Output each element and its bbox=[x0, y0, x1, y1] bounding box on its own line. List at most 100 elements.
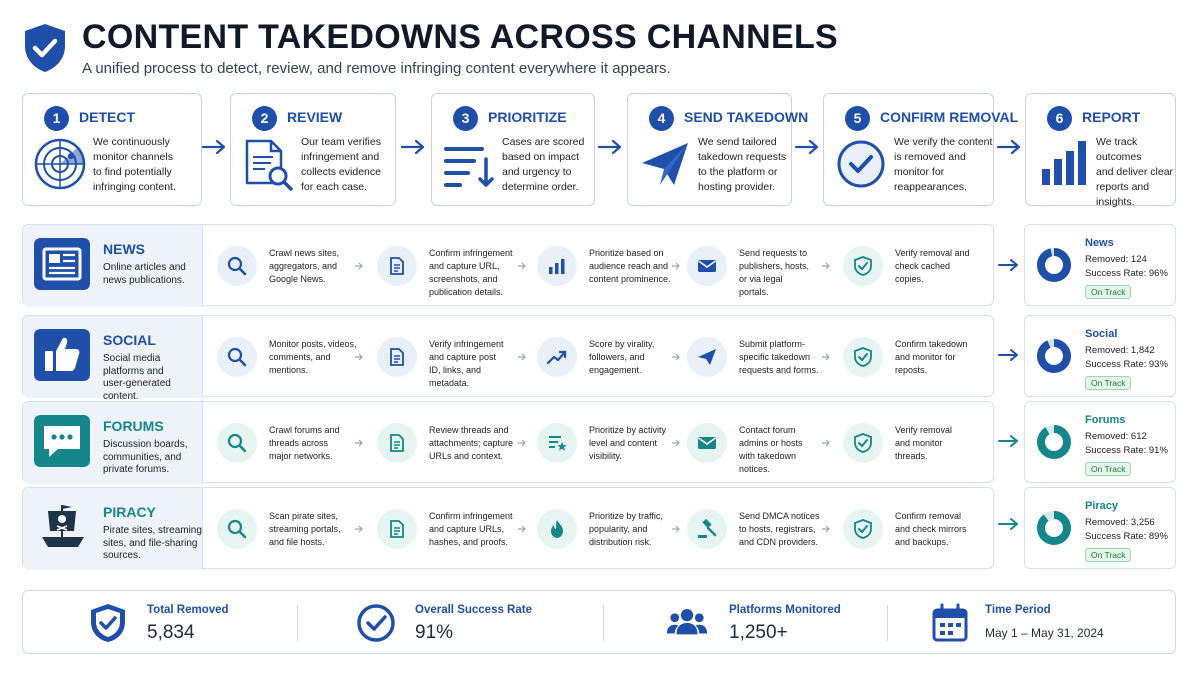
process-cell-detect: Monitor posts, videos, comments, and men… bbox=[203, 316, 358, 398]
report-rate: Success Rate: 96% bbox=[1085, 268, 1168, 279]
arrow-right-icon bbox=[998, 349, 1018, 361]
search-icon bbox=[227, 519, 247, 539]
step-confirm-removal: 5 CONFIRM REMOVAL We verify the content … bbox=[823, 93, 1018, 206]
status-badge: On Track bbox=[1085, 285, 1132, 299]
process-cell-detect: Crawl news sites, aggregators, and Googl… bbox=[203, 225, 358, 307]
chevron-right-icon bbox=[518, 353, 526, 361]
process-cell-review: Confirm infringement and capture URLs, h… bbox=[363, 488, 518, 570]
cell-text: Verify infringement and capture post ID,… bbox=[429, 339, 504, 388]
cell-text: Prioritize based on audience reach and c… bbox=[589, 248, 671, 284]
step-description: We verify the content is removed and mon… bbox=[894, 136, 993, 193]
report-name: Piracy bbox=[1085, 500, 1119, 512]
step-detect: 1 DETECT We continuously monitor channel… bbox=[22, 93, 202, 206]
cell-text: Review threads and attachments; capture … bbox=[429, 425, 514, 461]
process-cell-prioritize: Score by virality, followers, and engage… bbox=[523, 316, 673, 398]
page-title: CONTENT TAKEDOWNS ACROSS CHANNELS bbox=[82, 18, 839, 56]
chevron-right-icon bbox=[518, 439, 526, 447]
document-icon bbox=[390, 348, 404, 366]
report-rate: Success Rate: 93% bbox=[1085, 359, 1168, 370]
step-description: We send tailored takedown requests to th… bbox=[698, 136, 787, 193]
process-cell-detect: Crawl forums and threads across major ne… bbox=[203, 402, 358, 484]
check-circle-icon bbox=[357, 604, 395, 642]
report-removed: Removed: 3,256 bbox=[1085, 517, 1155, 528]
step-review: 2 REVIEW Our team verifies infringement … bbox=[230, 93, 396, 206]
chevron-right-icon bbox=[822, 353, 830, 361]
arrow-right-icon bbox=[597, 139, 622, 155]
step-prioritize: 3 PRIORITIZE Cases are scored based on i… bbox=[431, 93, 595, 206]
process-cell-confirm: Confirm takedown and monitor for reposts… bbox=[829, 316, 989, 398]
donut-chart bbox=[1037, 339, 1071, 373]
chevron-right-icon bbox=[355, 439, 363, 447]
users-icon bbox=[666, 609, 708, 635]
cell-text: Send DMCA notices to hosts, registrars, … bbox=[739, 511, 820, 547]
channel-name: FORUMS bbox=[103, 418, 164, 434]
paper-plane-icon bbox=[698, 349, 716, 365]
status-badge: On Track bbox=[1085, 548, 1132, 562]
cell-text: Monitor posts, videos, comments, and men… bbox=[269, 339, 357, 375]
channel-header: NEWS Online articles and news publicatio… bbox=[23, 225, 203, 307]
stat-value: 5,834 bbox=[147, 622, 195, 643]
process-cell-prioritize: Prioritize by activity level and content… bbox=[523, 402, 673, 484]
priority-star-icon bbox=[549, 436, 567, 451]
channel-row-piracy: PIRACY Pirate sites, streaming sites, an… bbox=[22, 487, 994, 570]
stat-value: 1,250+ bbox=[729, 622, 788, 643]
bar-chart-icon bbox=[549, 259, 565, 274]
step-report: 6 REPORT We track outcomes and deliver c… bbox=[1025, 93, 1176, 208]
cell-text: Verify removal and monitor threads. bbox=[895, 425, 953, 461]
shield-check-icon bbox=[854, 519, 872, 539]
donut-chart bbox=[1037, 248, 1071, 282]
chevron-right-icon bbox=[672, 353, 680, 361]
report-card-piracy: Piracy Removed: 3,256 Success Rate: 89% … bbox=[1024, 487, 1176, 569]
stat-value: May 1 – May 31, 2024 bbox=[985, 626, 1104, 640]
chevron-right-icon bbox=[518, 525, 526, 533]
report-removed: Removed: 124 bbox=[1085, 254, 1147, 265]
chat-bubble-icon bbox=[34, 415, 90, 467]
step-send-takedown: 4 SEND TAKEDOWN We send tailored takedow… bbox=[627, 93, 808, 206]
cell-text: Confirm infringement and capture URL, sc… bbox=[429, 248, 513, 297]
document-search-icon bbox=[245, 139, 293, 191]
shield-check-icon bbox=[91, 604, 125, 642]
chevron-right-icon bbox=[672, 439, 680, 447]
channel-description: Social media platforms and user-generate… bbox=[103, 353, 171, 402]
process-cell-review: Review threads and attachments; capture … bbox=[363, 402, 518, 484]
chevron-right-icon bbox=[355, 353, 363, 361]
gavel-icon bbox=[698, 519, 717, 538]
page-subtitle: A unified process to detect, review, and… bbox=[82, 60, 671, 77]
step-title: REPORT bbox=[1082, 109, 1141, 125]
status-badge: On Track bbox=[1085, 462, 1132, 476]
arrow-right-icon bbox=[201, 139, 226, 155]
stat-value: 91% bbox=[415, 622, 454, 643]
process-cell-confirm: Verify removal and check cached copies. bbox=[829, 225, 989, 307]
document-icon bbox=[390, 520, 404, 538]
channel-name: NEWS bbox=[103, 241, 145, 257]
cell-text: Verify removal and check cached copies. bbox=[895, 248, 970, 284]
shield-check-icon bbox=[25, 24, 65, 72]
step-description: We continuously monitor channels to find… bbox=[93, 136, 176, 193]
channel-name: PIRACY bbox=[103, 504, 156, 520]
cell-text: Prioritize by traffic, popularity, and d… bbox=[589, 511, 663, 547]
cell-text: Confirm removal and check mirrors and ba… bbox=[895, 511, 967, 547]
process-cell-confirm: Confirm removal and check mirrors and ba… bbox=[829, 488, 989, 570]
report-rate: Success Rate: 91% bbox=[1085, 445, 1168, 456]
cell-text: Confirm infringement and capture URLs, h… bbox=[429, 511, 513, 547]
cell-text: Crawl news sites, aggregators, and Googl… bbox=[269, 248, 340, 284]
channel-description: Pirate sites, streaming sites, and file-… bbox=[103, 525, 202, 561]
process-cell-takedown: Send requests to publishers, hosts, or v… bbox=[673, 225, 823, 307]
check-circle-icon bbox=[837, 140, 885, 188]
trend-up-icon bbox=[547, 350, 567, 365]
mail-icon bbox=[698, 260, 716, 272]
process-cell-review: Verify infringement and capture post ID,… bbox=[363, 316, 518, 398]
channel-description: Online articles and news publications. bbox=[103, 262, 186, 286]
channel-row-news: NEWS Online articles and news publicatio… bbox=[22, 224, 994, 307]
priority-lines-icon bbox=[444, 147, 494, 187]
flame-icon bbox=[551, 520, 563, 538]
document-icon bbox=[390, 257, 404, 275]
search-icon bbox=[227, 256, 247, 276]
stat-label: Time Period bbox=[985, 604, 1051, 616]
arrow-right-icon bbox=[794, 139, 819, 155]
arrow-right-icon bbox=[998, 259, 1018, 271]
thumbs-up-icon bbox=[34, 329, 90, 381]
arrow-right-icon bbox=[996, 139, 1021, 155]
process-cell-detect: Scan pirate sites, streaming portals, an… bbox=[203, 488, 358, 570]
process-cell-prioritize: Prioritize based on audience reach and c… bbox=[523, 225, 673, 307]
